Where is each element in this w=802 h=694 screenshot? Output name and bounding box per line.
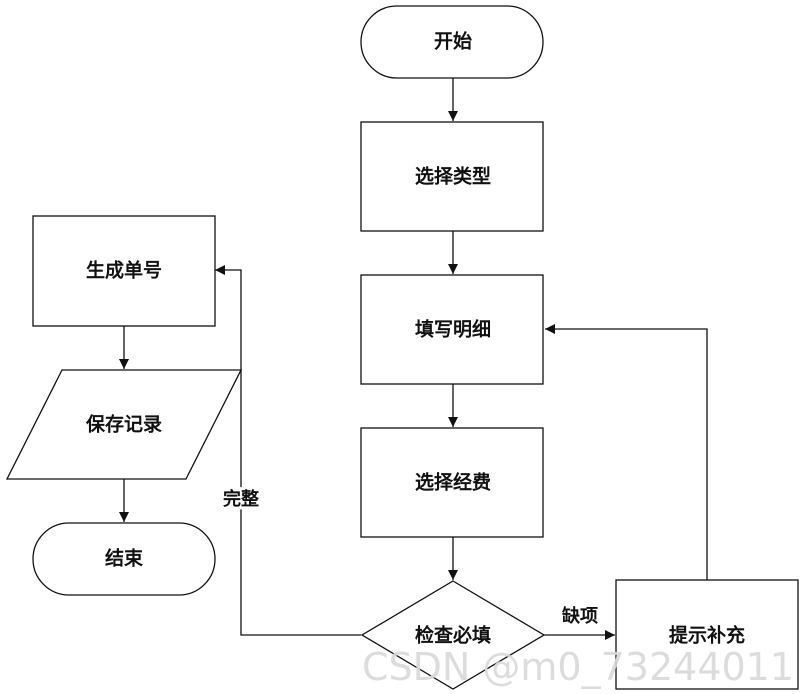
end-label: 结束 bbox=[105, 547, 144, 570]
prompt-supplement-label: 提示补充 bbox=[669, 624, 745, 647]
prompt-supplement-process bbox=[615, 579, 799, 690]
edge-check-to-generate-number bbox=[215, 265, 361, 636]
select-type-process bbox=[360, 121, 544, 232]
fill-details-process bbox=[360, 274, 544, 385]
end-terminal bbox=[32, 522, 216, 596]
generate-number-process bbox=[32, 215, 216, 327]
select-type-label: 选择类型 bbox=[415, 165, 491, 188]
watermark-text: CSDN @m0_73244011 bbox=[362, 645, 794, 689]
select-funds-label: 选择经费 bbox=[415, 471, 491, 494]
save-record-data bbox=[5, 369, 243, 480]
edge-prompt-back-to-fill-details bbox=[545, 324, 708, 580]
check-required-label: 检查必填 bbox=[415, 624, 491, 647]
select-funds-process bbox=[360, 427, 544, 538]
save-record-label: 保存记录 bbox=[85, 413, 162, 436]
complete-edge-label: 完整 bbox=[223, 488, 259, 510]
start-label: 开始 bbox=[434, 30, 472, 53]
missing-edge-label: 缺项 bbox=[561, 605, 598, 627]
check-required-decision bbox=[360, 580, 546, 690]
generate-number-label: 生成单号 bbox=[86, 259, 162, 282]
start-terminal bbox=[360, 5, 544, 79]
fill-details-label: 填写明细 bbox=[415, 318, 491, 341]
